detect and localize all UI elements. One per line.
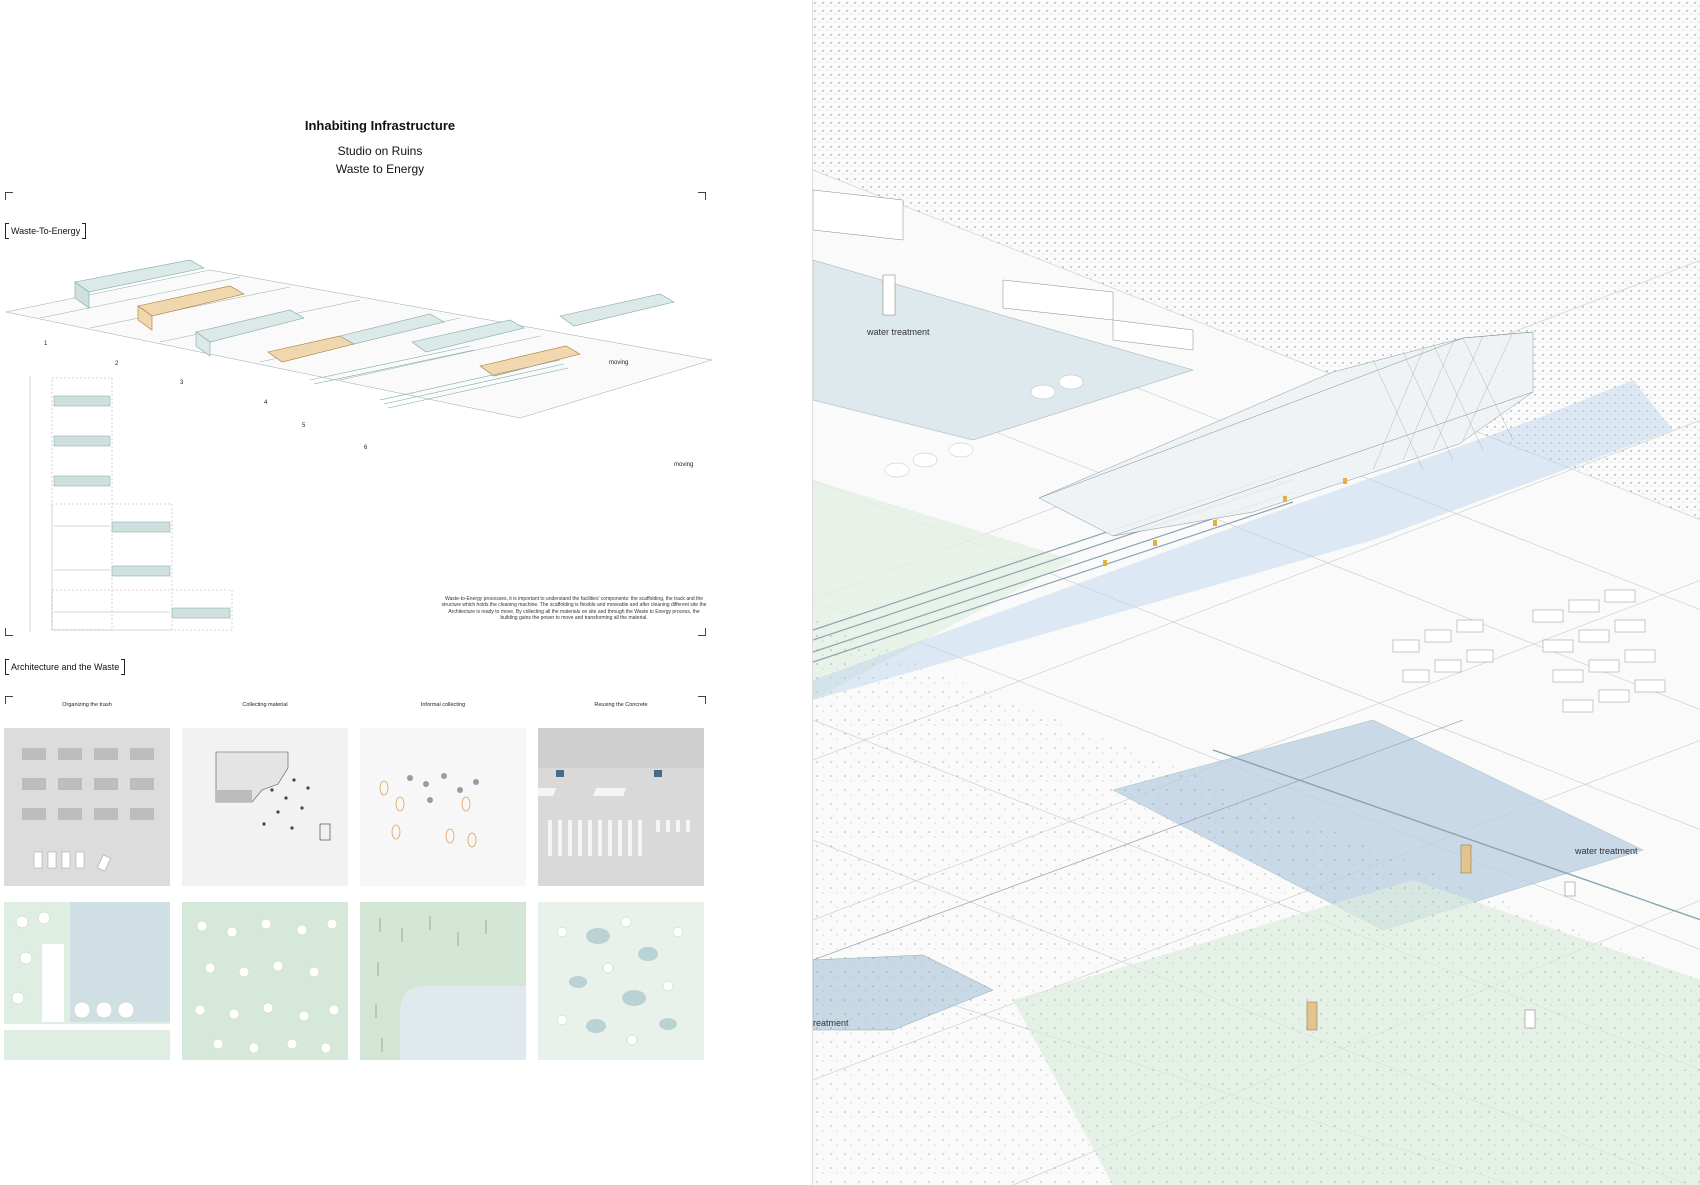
elevation-sequence [29,376,233,632]
crop-mark [698,192,706,200]
phase-number: 2 [115,361,119,367]
panel-caption-collecting: Collecting material [242,702,288,708]
phase-number: 3 [180,380,184,386]
crop-mark [5,696,13,704]
left-board: Inhabiting Infrastructure Studio on Ruin… [0,0,812,1185]
water-treatment-label: water treatment [1575,846,1638,856]
panel-caption-informal: Informal collecting [420,702,466,708]
moving-label: moving [609,360,629,366]
phase-number: 6 [364,445,368,451]
crop-mark [5,628,13,636]
section-title-architecture-waste: Architecture and the Waste [5,659,126,675]
panel-organizing-trash [4,728,170,886]
panel-vegetation-pond [360,902,526,1060]
site-plan-drawing [813,0,1700,1185]
moving-label: moving [674,462,694,468]
board-title: Inhabiting Infrastructure [304,118,456,133]
process-description: Waste-to-Energy processes, it is importa… [441,596,707,621]
board-subtitle-waste: Waste to Energy [335,162,425,176]
board-subtitle-studio: Studio on Ruins [337,144,423,158]
site-plan-axonometric: water treatment water treatment reatment [812,0,1700,1185]
phase-number: 5 [302,423,306,429]
panel-informal-collecting [360,728,526,886]
panel-caption-reusing: Reusing the Concrete [594,702,648,708]
water-treatment-label-cropped: reatment [813,1018,849,1028]
panel-vegetation-field [182,902,348,1060]
panel-collecting-material [182,728,348,886]
panel-caption-organizing: Organizing the trash [62,702,112,708]
panel-reusing-concrete [538,728,704,886]
panel-vegetation-water [4,902,170,1060]
phase-number: 4 [264,400,268,406]
panel-vegetation-wetland [538,902,704,1060]
phase-number: 1 [44,341,48,347]
crop-mark [5,192,13,200]
section-title-waste-to-energy: Waste-To-Energy [5,223,87,239]
crop-mark [698,628,706,636]
water-treatment-label: water treatment [867,327,930,337]
crop-mark [698,696,706,704]
axonometric-drawing [5,259,712,419]
